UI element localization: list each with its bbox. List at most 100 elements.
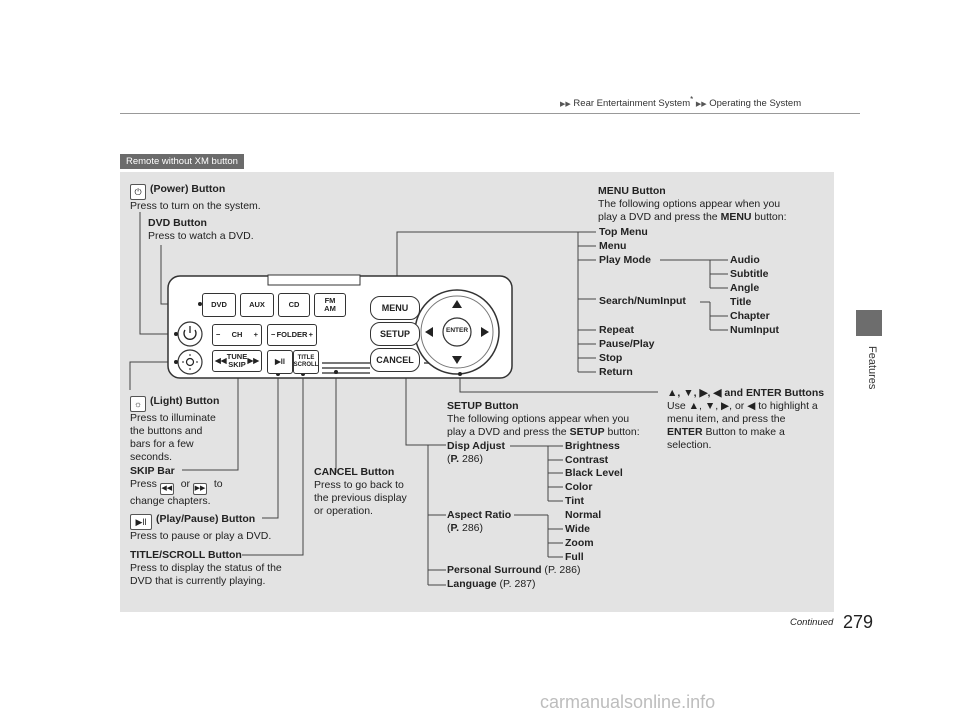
skip-desc-press: Press bbox=[130, 478, 157, 490]
play-title: (Play/Pause) Button bbox=[156, 513, 256, 525]
scroll-label: SCROLL bbox=[293, 362, 319, 368]
setup-option-disp-adjust: Disp Adjust (P. 286) bbox=[447, 440, 505, 465]
setup-option-surround: Personal Surround (P. 286) bbox=[447, 564, 581, 576]
folder-label: FOLDER bbox=[276, 330, 308, 339]
power-callout: ⏻ (Power) Button Press to turn on the sys… bbox=[130, 183, 261, 213]
aspect-label: Aspect Ratio bbox=[447, 509, 512, 521]
arrows-desc-bold: ENTER bbox=[667, 426, 703, 438]
setup-desc-1: The following options appear when you bbox=[447, 413, 630, 425]
menu-option-play-mode: Play Mode bbox=[599, 254, 651, 266]
menu-option-stop: Stop bbox=[599, 352, 623, 364]
am-label: AM bbox=[324, 304, 336, 313]
aux-remote-button[interactable]: AUX bbox=[240, 293, 274, 317]
aspect-ref-link[interactable]: 286 bbox=[462, 522, 480, 534]
light-title: (Light) Button bbox=[150, 395, 220, 407]
breadcrumb-arrow-icon: ▶▶ bbox=[560, 101, 571, 109]
enter-remote-button[interactable]: ENTER bbox=[445, 327, 469, 334]
disp-sub-tint: Tint bbox=[565, 495, 585, 507]
light-desc-2: the buttons and bbox=[130, 425, 203, 437]
folder-remote-bar[interactable]: −FOLDER+ bbox=[267, 324, 317, 346]
title-scroll-title: TITLE/SCROLL Button bbox=[130, 549, 242, 561]
breadcrumb-section[interactable]: Rear Entertainment System bbox=[573, 98, 691, 110]
breadcrumb-asterisk: * bbox=[690, 95, 694, 104]
menu-title: MENU Button bbox=[598, 185, 666, 197]
ch-minus-icon: − bbox=[216, 330, 221, 339]
language-label: Language bbox=[447, 578, 497, 590]
aspect-sub-zoom: Zoom bbox=[565, 537, 594, 549]
power-icon: ⏻ bbox=[130, 184, 146, 200]
search-sub-chapter: Chapter bbox=[730, 310, 770, 322]
play-pause-remote-button[interactable]: ▶ll bbox=[267, 350, 293, 374]
cancel-remote-button[interactable]: CANCEL bbox=[370, 348, 420, 372]
folder-minus-icon: − bbox=[271, 330, 276, 339]
setup-title: SETUP Button bbox=[447, 400, 519, 412]
setup-option-aspect: Aspect Ratio (P. 286) bbox=[447, 509, 512, 534]
tune-label: TUNE bbox=[226, 352, 248, 361]
title-desc-1: Press to display the status of the bbox=[130, 562, 282, 574]
disp-sub-black-level: Black Level bbox=[565, 467, 623, 479]
breadcrumb: ▶▶ Rear Entertainment System* ▶▶ Operati… bbox=[560, 95, 801, 109]
menu-desc-2: play a DVD and press the bbox=[598, 211, 718, 223]
power-title: (Power) Button bbox=[150, 183, 226, 195]
setup-remote-button[interactable]: SETUP bbox=[370, 322, 420, 346]
setup-callout: SETUP Button The following options appea… bbox=[447, 400, 640, 439]
play-pause-icon: ▶ll bbox=[130, 514, 152, 530]
menu-desc-3: button: bbox=[754, 211, 787, 223]
setup-option-language: Language (P. 287) bbox=[447, 578, 536, 590]
disp-sub-brightness: Brightness bbox=[565, 440, 620, 452]
watermark: carmanualsonline.info bbox=[540, 692, 716, 712]
play-callout: ▶ll(Play/Pause) Button Press to pause or… bbox=[130, 513, 271, 543]
next-icon: ▶▶ bbox=[247, 356, 259, 365]
search-sub-numinput: NumInput bbox=[730, 324, 779, 336]
light-icon: ☼ bbox=[130, 396, 146, 412]
surround-label: Personal Surround bbox=[447, 564, 542, 576]
light-desc-1: Press to illuminate bbox=[130, 412, 216, 424]
menu-desc-bold: MENU bbox=[720, 211, 752, 223]
menu-option-search: Search/NumInput bbox=[599, 295, 686, 307]
fm-label: FM bbox=[324, 296, 336, 305]
dvd-callout: DVD Button Press to watch a DVD. bbox=[148, 217, 254, 243]
ch-plus-icon: + bbox=[253, 330, 258, 339]
dvd-remote-button[interactable]: DVD bbox=[202, 293, 236, 317]
title-callout: TITLE/SCROLL Button Press to display the… bbox=[130, 549, 282, 588]
power-desc: Press to turn on the system. bbox=[130, 200, 261, 212]
arrows-desc-4: selection. bbox=[667, 439, 712, 451]
cd-remote-button[interactable]: CD bbox=[278, 293, 310, 317]
breadcrumb-page[interactable]: Operating the System bbox=[709, 98, 802, 110]
skip-desc-2: change chapters. bbox=[130, 495, 211, 507]
play-mode-sub-audio: Audio bbox=[730, 254, 760, 266]
light-desc-4: seconds. bbox=[130, 451, 173, 463]
cancel-title: CANCEL Button bbox=[314, 466, 395, 478]
light-desc-3: bars for a few bbox=[130, 438, 194, 450]
skip-title: SKIP Bar bbox=[130, 465, 175, 477]
aspect-sub-full: Full bbox=[565, 551, 584, 563]
aspect-sub-normal: Normal bbox=[565, 509, 602, 521]
language-ref-link[interactable]: P. 287 bbox=[503, 578, 533, 590]
surround-ref-link[interactable]: P. 286 bbox=[547, 564, 577, 576]
menu-remote-button[interactable]: MENU bbox=[370, 296, 420, 320]
aspect-sub-wide: Wide bbox=[565, 523, 590, 535]
cancel-callout: CANCEL Button Press to go back to the pr… bbox=[314, 466, 407, 518]
disp-sub-contrast: Contrast bbox=[565, 454, 609, 466]
section-tag: Remote without XM button bbox=[120, 154, 244, 169]
menu-option-top-menu: Top Menu bbox=[599, 226, 648, 238]
dvd-desc: Press to watch a DVD. bbox=[148, 230, 254, 242]
skip-back-icon: ◀◀ bbox=[159, 483, 174, 495]
menu-callout: MENU Button The following options appear… bbox=[598, 185, 787, 224]
title-desc-2: DVD that is currently playing. bbox=[130, 575, 266, 587]
cancel-desc-1: Press to go back to bbox=[314, 479, 404, 491]
setup-desc-bold: SETUP bbox=[569, 426, 605, 438]
cancel-desc-2: the previous display bbox=[314, 492, 407, 504]
search-sub-title: Title bbox=[730, 296, 752, 308]
ch-remote-bar[interactable]: −CH+ bbox=[212, 324, 262, 346]
disp-sub-color: Color bbox=[565, 481, 593, 493]
arrows-callout: ▲, ▼, ▶, ◀ and ENTER Buttons Use ▲, ▼, ▶… bbox=[667, 387, 824, 452]
light-callout: ☼ (Light) Button Press to illuminate the … bbox=[130, 395, 219, 464]
disp-ref-link[interactable]: 286 bbox=[462, 453, 480, 465]
arrows-title: ▲, ▼, ▶, ◀ and ENTER Buttons bbox=[667, 387, 825, 399]
